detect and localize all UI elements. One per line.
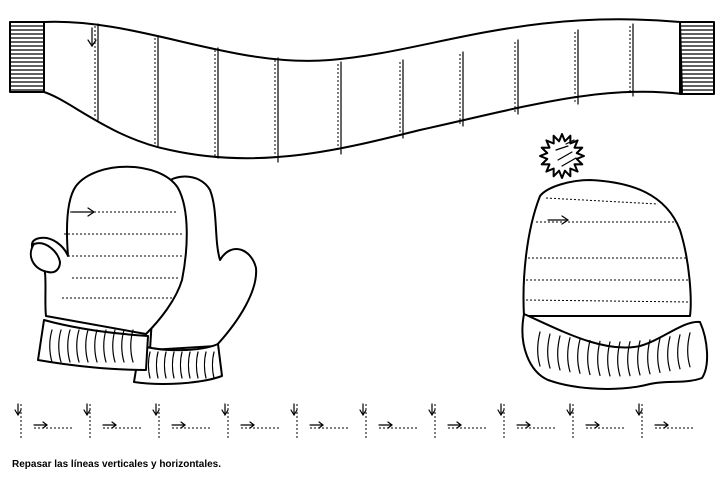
scarf-right-fringe — [679, 21, 715, 95]
scarf-dotted-lines — [94, 23, 634, 163]
hat-dotted-lines — [525, 197, 691, 303]
tracing-unit — [152, 403, 212, 440]
scarf-left-fringe — [9, 21, 45, 93]
scarf — [9, 18, 715, 163]
hat-brim — [521, 313, 708, 390]
mitten-front-cuff — [37, 319, 149, 371]
mitten-front — [31, 165, 188, 335]
hat-body — [522, 179, 692, 317]
tracing-unit — [566, 403, 626, 440]
hat-start-arrow — [547, 215, 570, 225]
mitten-back-cuff — [133, 343, 223, 385]
pompom-scribble — [555, 139, 577, 167]
tracing-practice-row — [14, 403, 695, 440]
tracing-unit — [428, 403, 488, 440]
instruction-caption: Repasar las líneas verticales y horizont… — [12, 459, 221, 470]
scarf-start-arrow — [87, 27, 97, 48]
tracing-unit — [359, 403, 419, 440]
hat — [521, 133, 708, 390]
tracing-unit — [635, 403, 695, 440]
mittens — [29, 165, 258, 385]
tracing-unit — [497, 403, 557, 440]
tracing-unit — [221, 403, 281, 440]
mitten-start-arrow — [71, 207, 96, 217]
scarf-body — [43, 18, 683, 160]
tracing-unit — [83, 403, 143, 440]
tracing-unit — [14, 403, 74, 440]
tracing-unit — [290, 403, 350, 440]
hat-pompom — [539, 133, 585, 179]
